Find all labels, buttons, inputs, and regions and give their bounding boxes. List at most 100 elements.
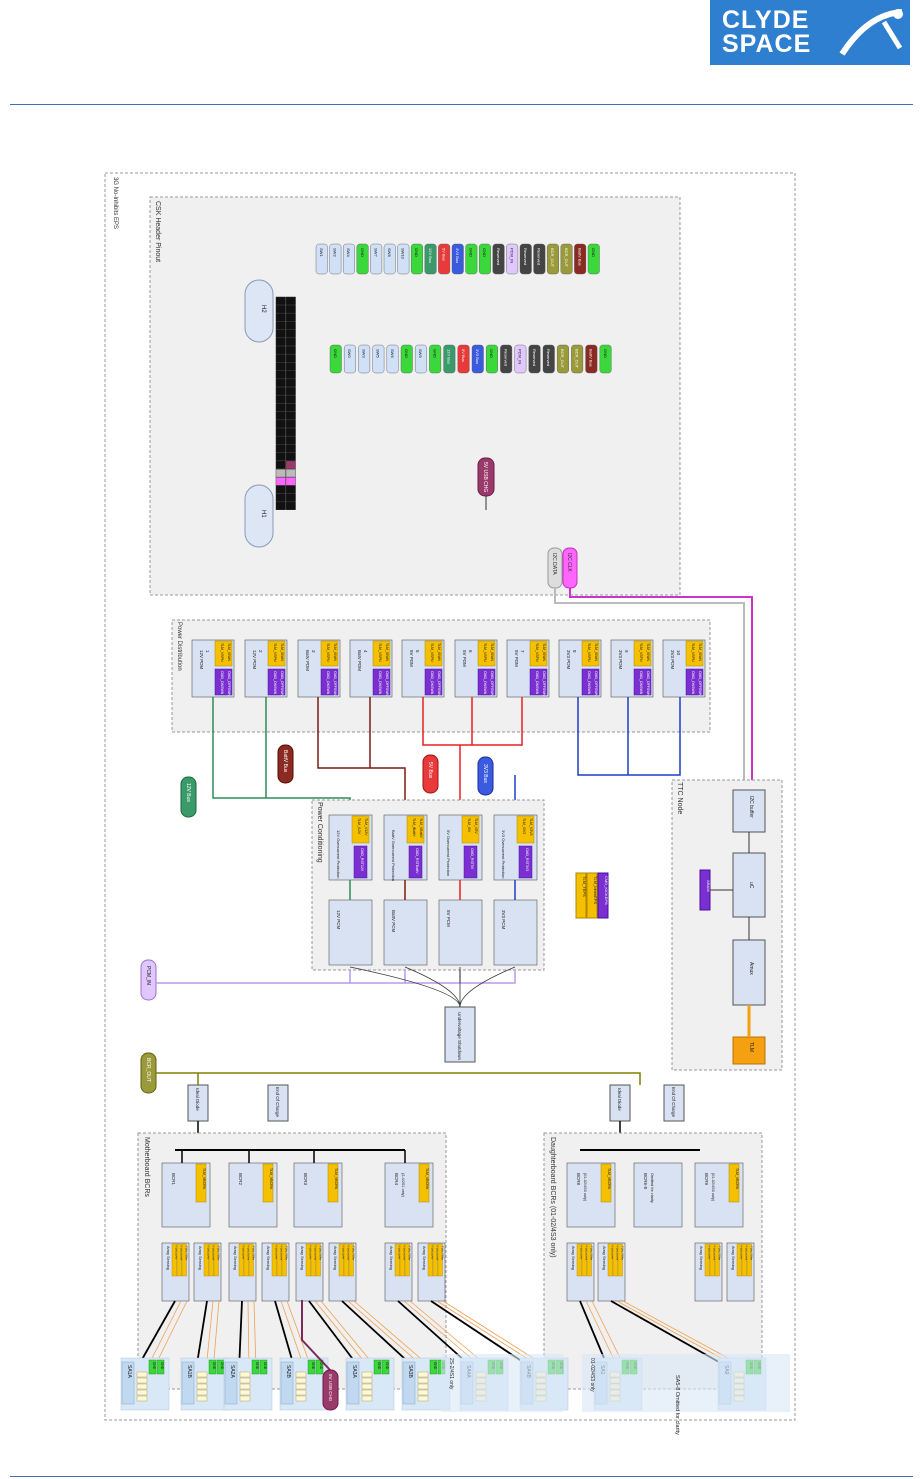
h2-right-pin-text: GND <box>591 248 596 257</box>
pdm-cmd: CMD_OFFSWN <box>490 671 494 697</box>
solar-array-name: SA1B <box>186 1365 192 1378</box>
protection-tlm: TLM_I3V3 <box>522 818 526 834</box>
i2c-data-label: I2C DATA <box>551 553 557 575</box>
bcr-name: BCR8 <box>576 1173 581 1186</box>
pin <box>285 387 296 396</box>
bus-battv <box>277 744 294 784</box>
pin <box>285 403 296 412</box>
pdm-cmd: CMD_ONSWN <box>535 671 539 695</box>
pin <box>275 411 286 420</box>
pdm-tlm: TLM_VSPN <box>691 643 695 662</box>
h2-left-pin-text: GND <box>603 349 608 358</box>
protection-name: 12V Overcurrent Protection <box>336 830 341 878</box>
pin <box>285 337 296 346</box>
array-sensing-label: Array Sensing <box>266 1246 270 1270</box>
h2-left-pin-text: Reserved <box>532 349 537 366</box>
sa-omitted-note: SA5-8 Omitted for clarity <box>674 1375 680 1435</box>
db-end-of-charge-label: End Of Charge <box>671 1087 676 1118</box>
h2-right-pin-label: GND <box>465 243 478 275</box>
pin <box>285 477 296 486</box>
pin <box>285 485 296 494</box>
pdm-tlm: TLM_ISWN <box>542 643 546 662</box>
gnd-label: GND <box>385 1362 389 1370</box>
bus-12v-label: 12V Bus <box>185 783 191 802</box>
h2-right-pin-label: SW8 <box>383 243 396 275</box>
pin <box>275 296 286 305</box>
array-tlm: TLM_VSAx <box>247 1246 251 1261</box>
misc-tlm-2-label: TLM_IdrawEPS <box>593 876 598 904</box>
undervoltage-shutdown <box>444 1006 476 1063</box>
pin <box>285 321 296 330</box>
array-tlm: TLM_VSAx <box>347 1246 351 1261</box>
misc-cmd <box>597 872 609 919</box>
bcr-name: BCR2 <box>238 1173 243 1186</box>
ttc-uc-label: uC <box>748 882 754 889</box>
pin <box>285 469 296 478</box>
pin <box>285 444 296 453</box>
pin <box>275 477 286 486</box>
h2-right-pin-text: 5V Bus <box>441 248 446 261</box>
pdm-name: BatV PDM <box>357 650 362 671</box>
usb-chg-bottom-label: 5V USB CHG <box>328 1374 333 1402</box>
pdm-tlm: TLM_VSPN <box>378 643 382 662</box>
pdm-cmd: CMD_ONSWN <box>483 671 487 695</box>
usb-chg-label: 5V USB CHG <box>482 462 488 492</box>
pcm-name: 12V PCM <box>336 910 341 930</box>
pdm-tlm: TLM_VSPN <box>535 643 539 662</box>
pdm-num: 7 <box>520 650 525 653</box>
pdm-cmd: CMD_OFFSWN <box>280 671 284 697</box>
pdm-tlm: TLM_ISWN <box>227 643 231 662</box>
h2-left-pin-text: BattV Bus <box>589 349 594 367</box>
pdm-tlm: TLM_ISWN <box>698 643 702 662</box>
misc-tlm-2 <box>586 872 598 919</box>
array-tlm: TLM_ISAx <box>398 1246 402 1260</box>
pdm-tlm: TLM_ISWN <box>646 643 650 662</box>
h2-left-pin-text: BCR_OUT <box>574 349 579 369</box>
pdm-name: 3V3 PDM <box>618 650 623 670</box>
h2-right-pin-text: GND <box>482 248 487 257</box>
bcr-name: BCR6-8 <box>643 1173 648 1190</box>
gnd-label: GND <box>212 1362 216 1370</box>
ttc-i2c-buffer-label: I2C buffer <box>748 796 754 818</box>
pin <box>285 436 296 445</box>
h2-right-pin-label: SW4 <box>343 243 355 275</box>
pin <box>285 460 296 469</box>
pin <box>275 452 286 461</box>
pdm-cmd: CMD_OFFSWN <box>227 671 231 697</box>
h2-right-pin-text: 3V3 Bus <box>455 248 460 263</box>
array-tlm: TLM_TSAx <box>408 1246 412 1261</box>
power-conditioning-title: Power Conditioning <box>316 802 323 863</box>
array-tlm: TLM_VSAx <box>403 1246 407 1261</box>
bus-5v-label: 5V Bus <box>427 762 433 779</box>
pin <box>285 395 296 404</box>
array-sensing-label: Array Sensing <box>333 1246 337 1270</box>
pcm-in-label: PCM_IN <box>145 966 151 985</box>
array-tlm: TLM_ISAx <box>175 1246 179 1260</box>
logo-line-2: SPACE <box>722 30 812 58</box>
pdm-tlm: TLM_ISWN <box>437 643 441 662</box>
h2-left-pin-label: Reserved <box>542 344 555 374</box>
pcm-box: 3V3 PCM <box>493 880 538 966</box>
h2-right-pin-text: BCR_OUT <box>550 248 555 268</box>
h2-left-pin-text: Reserved <box>546 349 551 366</box>
pcm-box: BattV PCM <box>383 880 428 966</box>
bcr-out-line <box>156 1072 641 1085</box>
h2-left-pin-label: 3V3 Bus <box>471 344 484 374</box>
pin <box>285 419 296 428</box>
power-distribution-title: Power Distribution <box>176 622 182 671</box>
pin <box>285 362 296 371</box>
h2-left-pin-text: SW9 <box>418 349 423 358</box>
bcr-name: BCR9 <box>704 1173 709 1186</box>
ttc-amux-label: Amux <box>748 962 754 975</box>
h2-left-pin-text: GND <box>333 349 338 358</box>
pin <box>275 485 286 494</box>
protection-cmd: CMD_RST3V3 <box>525 848 529 871</box>
bcr-name: BCR3 <box>303 1173 308 1186</box>
